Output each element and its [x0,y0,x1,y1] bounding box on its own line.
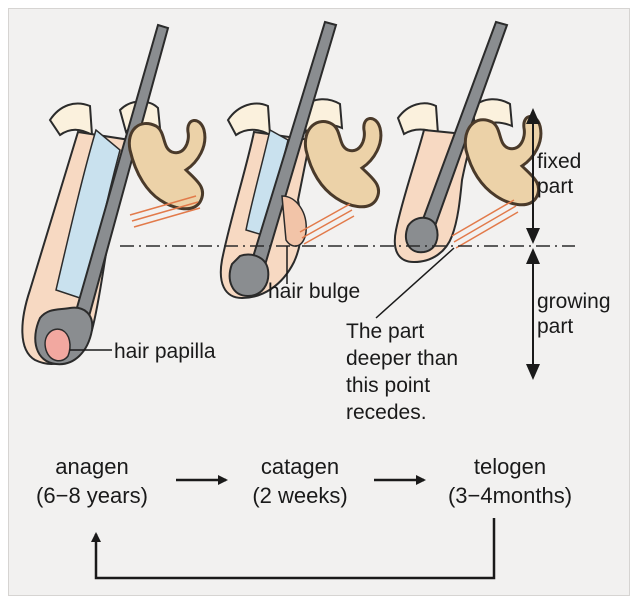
phase-telogen-name: telogen [474,454,546,479]
telogen-follicle [395,22,541,262]
skin-surface [50,104,92,135]
hair-bulge-label: hair bulge [268,280,360,303]
growing-part-label-line2: part [537,315,573,338]
phase-anagen-name: anagen [55,454,128,479]
sebaceous-gland [129,120,205,208]
skin-surface [398,103,438,134]
skin-surface [228,104,270,135]
phase-telogen-duration: (3−4months) [448,483,572,508]
recedes-note-line3: this point [346,374,430,397]
hair-bulb [230,255,269,296]
fixed-part-label-line2: part [537,175,573,198]
arrector-pili-muscle [452,200,518,248]
arrector-pili-muscle [300,204,354,244]
recedes-note-line4: recedes. [346,401,427,424]
recedes-note-line1: The part [346,320,424,343]
telogen-to-anagen-return-arrow [96,518,494,578]
anagen-follicle [22,25,205,364]
hair-papilla [45,329,70,361]
hair-papilla-label: hair papilla [114,340,216,363]
growing-part-label-line1: growing [537,290,611,313]
hair-bulge-swelling [282,196,306,246]
club-hair-end [406,218,438,252]
recedes-note-line2: deeper than [346,347,458,370]
sebaceous-gland [305,118,381,206]
phase-catagen-duration: (2 weeks) [252,483,347,508]
growing-part-arrow [526,248,540,380]
sebaceous-gland [465,116,541,204]
fixed-part-label-line1: fixed [537,150,581,173]
phase-catagen-name: catagen [261,454,339,479]
phase-anagen-duration: (6−8 years) [36,483,148,508]
catagen-follicle [221,22,381,298]
